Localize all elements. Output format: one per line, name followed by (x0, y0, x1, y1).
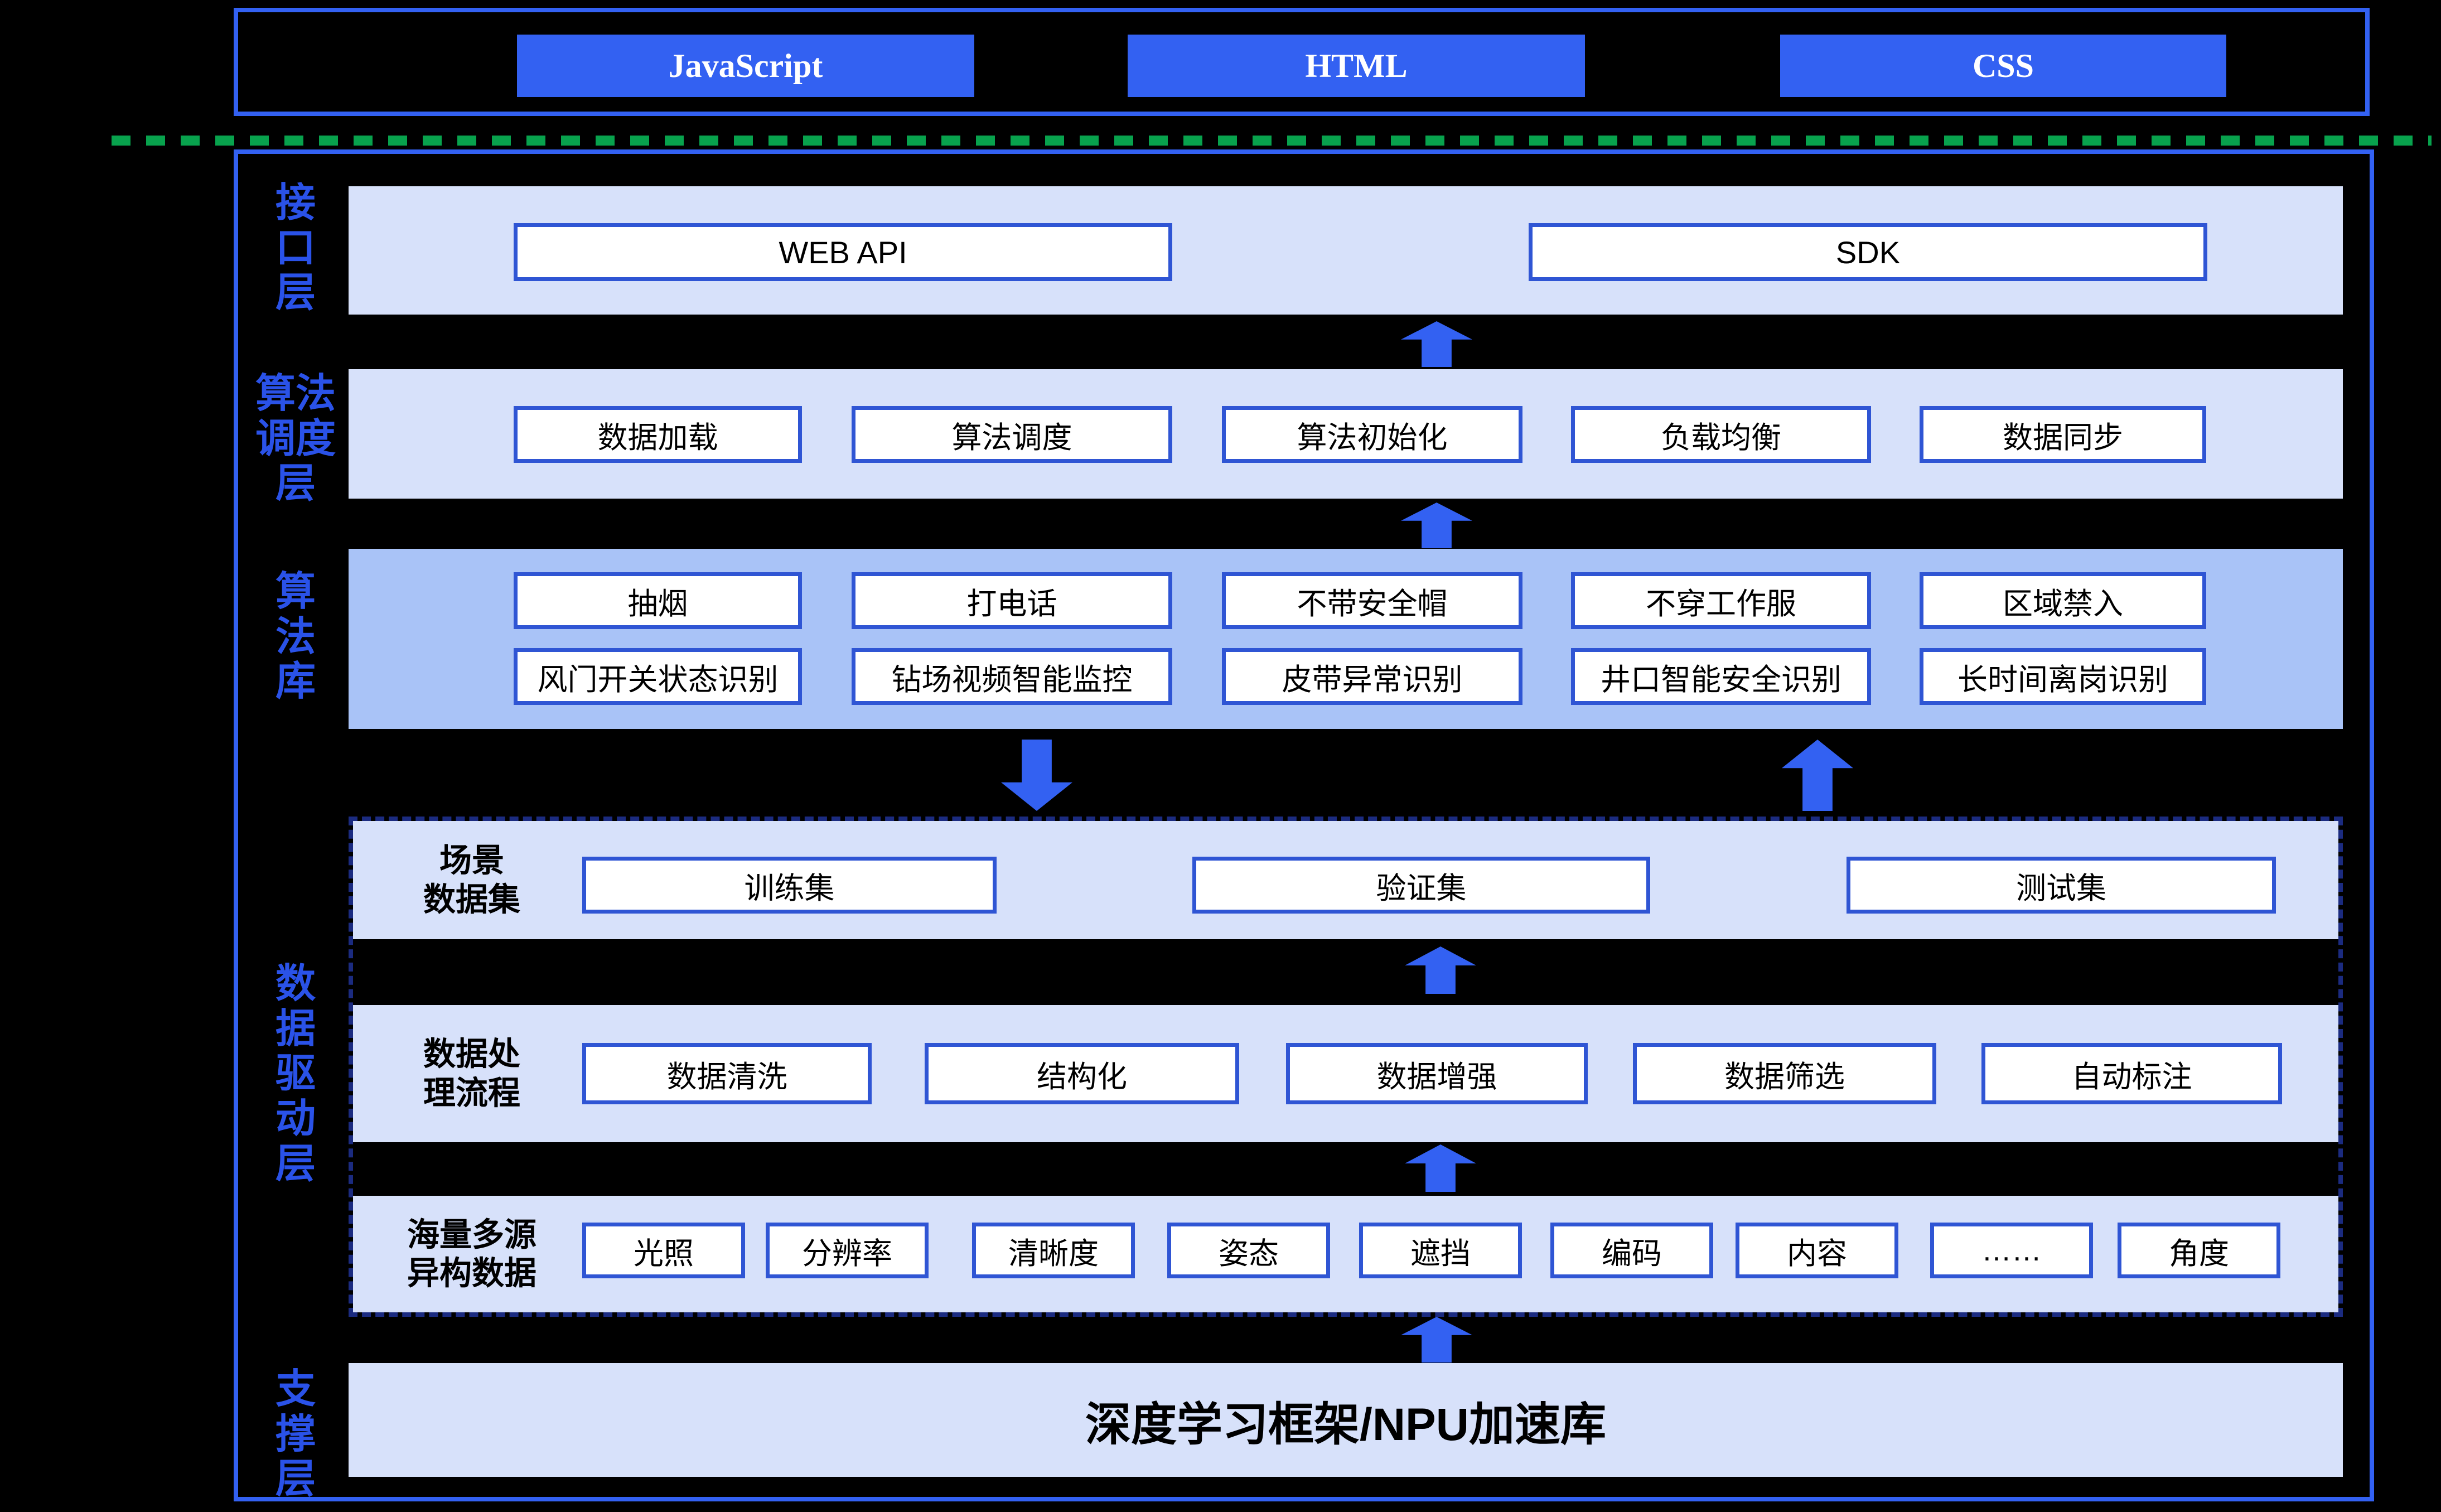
algorithm-library-band: 抽烟 打电话 不带安全帽 不穿工作服 区域禁入 风门开关状态识别 钻场视频智能监… (349, 549, 2343, 729)
smoking-box: 抽烟 (514, 572, 802, 629)
support-layer-label: 支 撑 层 (275, 1367, 316, 1502)
support-layer-band: 深度学习框架/NPU加速库 (349, 1363, 2343, 1477)
interface-layer-band: WEB API SDK (349, 186, 2343, 315)
css-button: CSS (1780, 35, 2226, 97)
data-loading-box: 数据加载 (514, 406, 802, 463)
scheduling-layer-band: 数据加载 算法调度 算法初始化 负载均衡 数据同步 (349, 369, 2343, 499)
phone-call-box: 打电话 (852, 572, 1172, 629)
data-driven-region: 场景 数据集 训练集 验证集 测试集 数据处 理流程 数据清洗 结构化 数据增强… (349, 817, 2343, 1317)
encoding-box: 编码 (1550, 1223, 1713, 1278)
massive-data-band: 海量多源 异构数据 光照 分辨率 清晰度 姿态 遮挡 编码 内容 …… 角度 (353, 1196, 2338, 1312)
data-sync-box: 数据同步 (1920, 406, 2206, 463)
frontend-tech-bar: JavaScript HTML CSS (234, 8, 2370, 116)
sdk-box: SDK (1529, 223, 2207, 281)
test-set-box: 测试集 (1847, 857, 2276, 914)
up-arrow-scheduling-to-interface (1401, 321, 1472, 367)
down-arrow-library-to-data (1001, 740, 1072, 811)
pose-box: 姿态 (1167, 1223, 1330, 1278)
interface-layer-label: 接 口 层 (275, 181, 316, 316)
data-augment-box: 数据增强 (1286, 1043, 1588, 1104)
ellipsis-box: …… (1930, 1223, 2093, 1278)
no-workwear-box: 不穿工作服 (1571, 572, 1871, 629)
lighting-box: 光照 (582, 1223, 745, 1278)
load-balancing-box: 负载均衡 (1571, 406, 1871, 463)
green-dashed-divider (112, 136, 2432, 146)
scheduling-layer-label: 算法 调度 层 (255, 371, 336, 506)
algo-scheduling-box: 算法调度 (852, 406, 1172, 463)
up-arrow-rawdata-to-processing (1405, 1144, 1476, 1192)
resolution-box: 分辨率 (766, 1223, 929, 1278)
html-button: HTML (1128, 35, 1585, 97)
no-helmet-box: 不带安全帽 (1222, 572, 1522, 629)
data-processing-label: 数据处 理流程 (423, 1036, 520, 1111)
angle-box: 角度 (2118, 1223, 2280, 1278)
content-box: 内容 (1736, 1223, 1898, 1278)
platform-container: 接 口 层 算法 调度 层 算 法 库 数 据 驱 动 层 支 撑 层 WEB … (234, 149, 2374, 1501)
up-arrow-data-to-library (1782, 740, 1853, 811)
training-set-box: 训练集 (582, 857, 997, 914)
clarity-box: 清晰度 (972, 1223, 1135, 1278)
javascript-button: JavaScript (517, 35, 974, 97)
up-arrow-support-to-data (1401, 1317, 1472, 1363)
drill-site-monitor-box: 钻场视频智能监控 (852, 648, 1172, 705)
up-arrow-library-to-scheduling (1401, 503, 1472, 548)
algo-init-box: 算法初始化 (1222, 406, 1522, 463)
data-cleaning-box: 数据清洗 (582, 1043, 872, 1104)
wellhead-safety-box: 井口智能安全识别 (1571, 648, 1871, 705)
damper-state-box: 风门开关状态识别 (514, 648, 802, 705)
restricted-area-box: 区域禁入 (1920, 572, 2206, 629)
up-arrow-processing-to-dataset (1405, 946, 1476, 994)
data-filtering-box: 数据筛选 (1633, 1043, 1936, 1104)
scene-dataset-label: 场景 数据集 (423, 842, 520, 917)
absence-detect-box: 长时间离岗识别 (1920, 648, 2206, 705)
dl-framework-label: 深度学习框架/NPU加速库 (1085, 1399, 1606, 1450)
validation-set-box: 验证集 (1192, 857, 1650, 914)
belt-anomaly-box: 皮带异常识别 (1222, 648, 1522, 705)
structuring-box: 结构化 (925, 1043, 1239, 1104)
data-driven-layer-label: 数 据 驱 动 层 (275, 962, 316, 1186)
scene-dataset-band: 场景 数据集 训练集 验证集 测试集 (353, 821, 2338, 939)
algorithm-library-label: 算 法 库 (275, 569, 316, 704)
web-api-box: WEB API (514, 223, 1172, 281)
massive-data-label: 海量多源 异构数据 (407, 1216, 536, 1292)
occlusion-box: 遮挡 (1359, 1223, 1522, 1278)
data-processing-band: 数据处 理流程 数据清洗 结构化 数据增强 数据筛选 自动标注 (353, 1005, 2338, 1142)
auto-labeling-box: 自动标注 (1981, 1043, 2282, 1104)
